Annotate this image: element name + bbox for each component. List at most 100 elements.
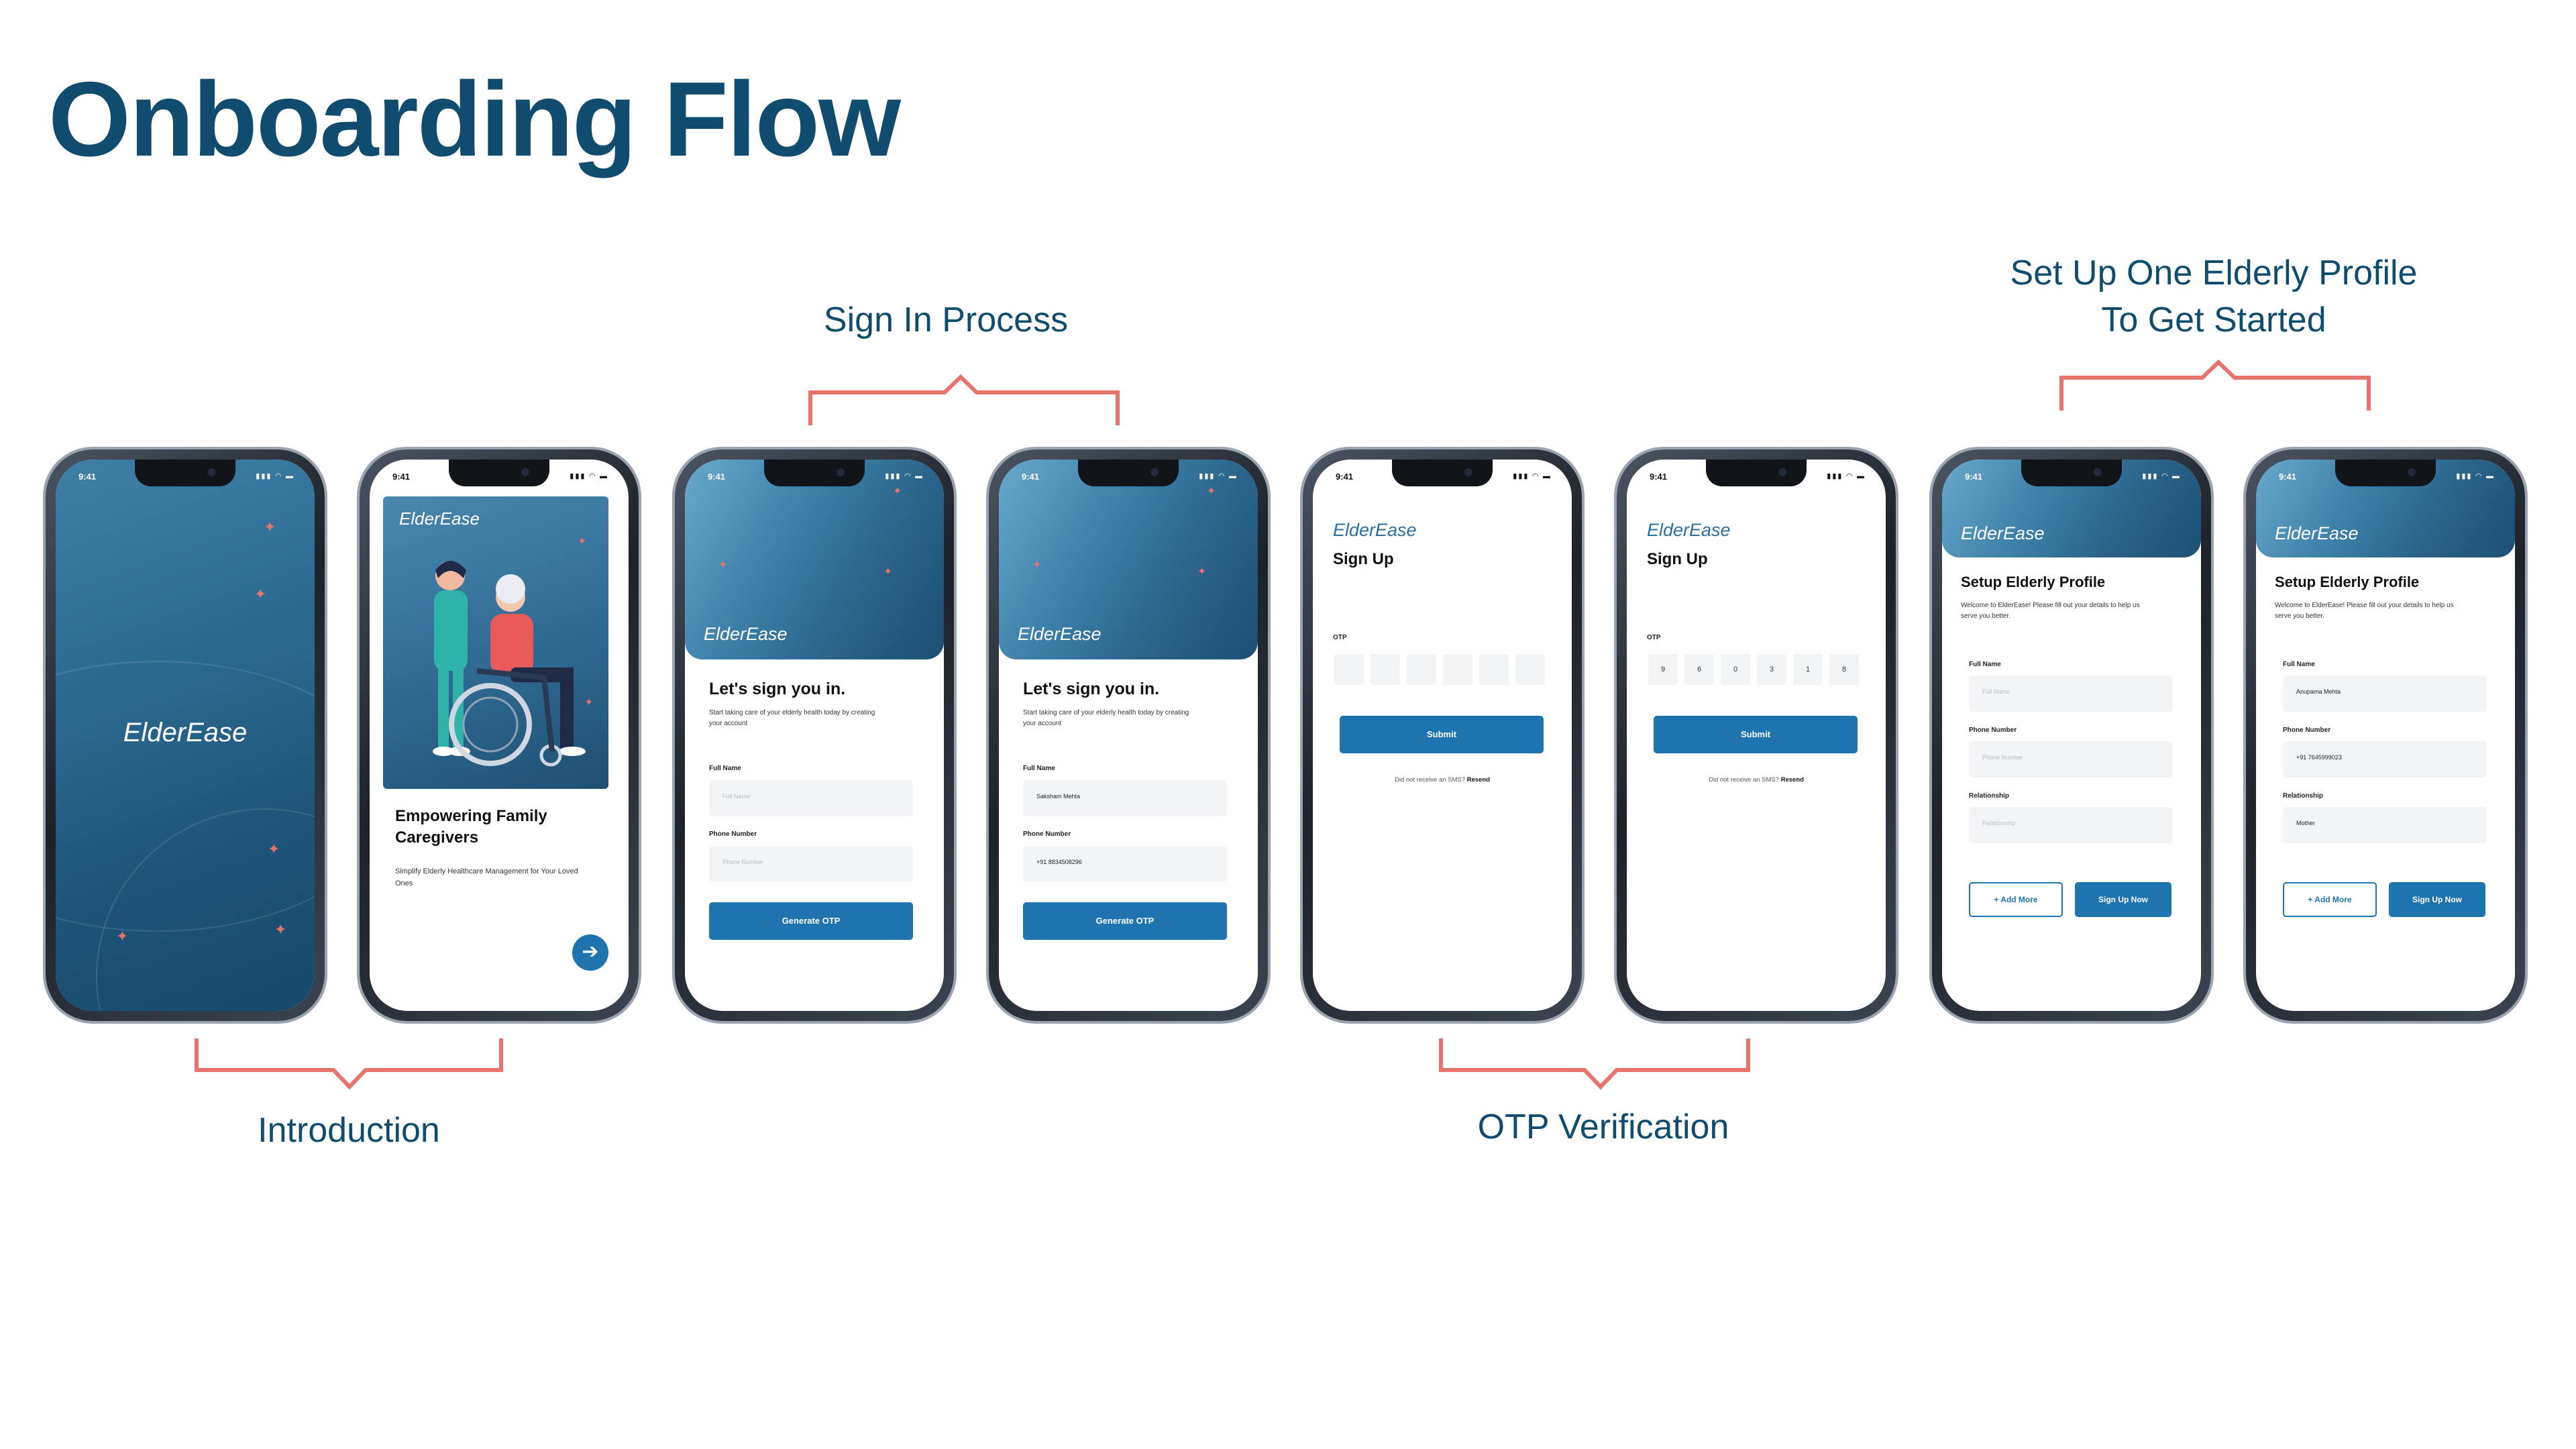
relationship-field[interactable]: Relationship — [1969, 807, 2173, 843]
status-icons: ▮▮▮ ◠ ▬ — [2142, 472, 2181, 480]
fullname-field[interactable]: Saksham Mehta — [1023, 780, 1227, 816]
status-icons: ▮▮▮ ◠ ▬ — [1199, 472, 1238, 480]
phone-field[interactable]: Phone Number — [1969, 741, 2173, 777]
sparkle-icon: ✦ — [1197, 566, 1207, 578]
fullname-field[interactable]: Anupama Mehta — [2283, 676, 2487, 712]
submit-button[interactable]: Submit — [1340, 716, 1544, 753]
submit-button[interactable]: Submit — [1654, 716, 1858, 753]
status-time: 9:41 — [1650, 472, 1668, 482]
status-bar: 9:41 ▮▮▮ ◠ ▬ — [370, 469, 629, 489]
phone-field[interactable]: Phone Number — [709, 846, 913, 882]
phone-setup-empty: ElderEase 9:41 ▮▮▮ ◠ ▬ Setup Elderly Pro… — [1932, 449, 2211, 1021]
caregiver-illustration — [433, 561, 586, 767]
intro-heading: Empowering Family Caregivers — [395, 807, 547, 847]
relationship-label: Relationship — [2283, 792, 2324, 800]
bracket-otp — [1439, 1038, 1750, 1090]
status-icons: ▮▮▮ ◠ ▬ — [1513, 472, 1552, 480]
phone-intro: 9:41 ▮▮▮ ◠ ▬ ElderEase ✦ ✦ — [360, 449, 639, 1021]
setup-subtext: Welcome to ElderEase! Please fill out yo… — [1961, 602, 2140, 620]
phone-value: +91 8834508296 — [1036, 859, 1082, 865]
status-icons: ▮▮▮ ◠ ▬ — [256, 472, 294, 480]
intro-illustration: ElderEase ✦ ✦ — [383, 496, 608, 789]
otp-box-2[interactable]: 6 — [1684, 654, 1714, 685]
phone-placeholder: Phone Number — [1982, 754, 2023, 761]
next-button[interactable]: ➔ — [572, 934, 608, 971]
generate-otp-button[interactable]: Generate OTP — [1023, 902, 1227, 940]
brand-logo: ElderEase — [704, 624, 788, 644]
phone-field[interactable]: +91 7645999023 — [2283, 741, 2487, 777]
notch — [1706, 460, 1807, 486]
otp-box-5[interactable]: 1 — [1793, 654, 1823, 685]
resend-text: Did not receive an SMS? Resend — [1313, 776, 1572, 784]
add-more-button[interactable]: + Add More — [2283, 882, 2377, 917]
camera — [1464, 468, 1472, 476]
setup-heading: Setup Elderly Profile — [2275, 574, 2420, 590]
otp-box-1[interactable] — [1334, 654, 1364, 685]
phone-placeholder: Phone Number — [722, 859, 763, 865]
brand-logo: ElderEase — [1961, 523, 2045, 543]
resend-link[interactable]: Resend — [1780, 776, 1805, 784]
otp-box-5[interactable] — [1479, 654, 1509, 685]
sign-up-now-button[interactable]: Sign Up Now — [2389, 882, 2485, 917]
phone-otp-filled: 9:41 ▮▮▮ ◠ ▬ ElderEase Sign Up OTP 9 6 0… — [1617, 449, 1896, 1021]
otp-box-1[interactable]: 9 — [1648, 654, 1678, 685]
fullname-label: Full Name — [1023, 765, 1055, 772]
phone-label: Phone Number — [1969, 727, 2017, 734]
fullname-placeholder: Full Name — [1982, 688, 2010, 695]
otp-box-6[interactable] — [1515, 654, 1545, 685]
relationship-value: Mother — [2296, 820, 2316, 826]
fullname-field[interactable]: Full Name — [1969, 676, 2173, 712]
label-sign-in-process: Sign In Process — [823, 301, 1069, 339]
status-icons: ▮▮▮ ◠ ▬ — [1827, 472, 1866, 480]
intro-subtext: Simplify Elderly Healthcare Management f… — [395, 867, 578, 888]
status-bar: 9:41 ▮▮▮ ◠ ▬ — [56, 469, 315, 489]
sparkle-icon: ✦ — [1032, 559, 1042, 571]
setup-heading: Setup Elderly Profile — [1961, 574, 2106, 590]
fullname-label: Full Name — [1969, 661, 2001, 668]
notch — [1078, 460, 1179, 486]
otp-box-6[interactable]: 8 — [1829, 654, 1859, 685]
phone-field[interactable]: +91 8834508296 — [1023, 846, 1227, 882]
camera — [521, 468, 529, 476]
status-bar: 9:41 ▮▮▮ ◠ ▬ — [1313, 469, 1572, 489]
brand-logo: ElderEase — [123, 718, 248, 747]
status-icons: ▮▮▮ ◠ ▬ — [570, 472, 608, 480]
fullname-field[interactable]: Full Name — [709, 780, 913, 816]
add-more-button[interactable]: + Add More — [1969, 882, 2063, 917]
status-bar: 9:41 ▮▮▮ ◠ ▬ — [685, 469, 944, 489]
status-icons: ▮▮▮ ◠ ▬ — [885, 472, 924, 480]
header-banner: ✦ ✦ ✦ ElderEase — [685, 460, 944, 659]
resend-link[interactable]: Resend — [1466, 776, 1491, 784]
fullname-value: Saksham Mehta — [1036, 793, 1081, 800]
otp-label: OTP — [1333, 634, 1347, 641]
sparkle-icon: ✦ — [578, 536, 587, 547]
notch — [764, 460, 865, 486]
notch — [2335, 460, 2436, 486]
fullname-placeholder: Full Name — [722, 793, 751, 800]
splash-screen: 9:41 ▮▮▮ ◠ ▬ ✦ ✦ ✦ ✦ ✦ ElderEase — [56, 460, 315, 1011]
status-bar: 9:41 ▮▮▮ ◠ ▬ — [999, 469, 1258, 489]
sparkle-icon: ✦ — [883, 566, 893, 578]
status-bar: 9:41 ▮▮▮ ◠ ▬ — [1627, 469, 1886, 489]
sign-up-now-button[interactable]: Sign Up Now — [2075, 882, 2171, 917]
brand-logo: ElderEase — [1333, 520, 1417, 540]
otp-box-3[interactable] — [1407, 654, 1436, 685]
otp-box-3[interactable]: 0 — [1721, 654, 1750, 685]
label-introduction: Introduction — [258, 1111, 440, 1150]
camera — [2408, 468, 2416, 476]
resend-prompt: Did not receive an SMS? — [1394, 776, 1466, 784]
fullname-label: Full Name — [709, 765, 741, 772]
sparkle-icon: ✦ — [1207, 486, 1216, 497]
phone-setup-filled: ElderEase 9:41 ▮▮▮ ◠ ▬ Setup Elderly Pro… — [2246, 449, 2525, 1021]
resend-text: Did not receive an SMS? Resend — [1627, 776, 1886, 784]
generate-otp-button[interactable]: Generate OTP — [709, 902, 913, 940]
status-icons: ▮▮▮ ◠ ▬ — [2456, 472, 2495, 480]
otp-box-4[interactable]: 3 — [1757, 654, 1786, 685]
bracket-setup — [2059, 359, 2371, 411]
otp-box-4[interactable] — [1443, 654, 1472, 685]
otp-heading: Sign Up — [1647, 550, 1708, 568]
otp-box-2[interactable] — [1371, 654, 1400, 685]
status-time: 9:41 — [2279, 472, 2297, 482]
phone-otp-empty: 9:41 ▮▮▮ ◠ ▬ ElderEase Sign Up OTP Submi… — [1303, 449, 1582, 1021]
relationship-field[interactable]: Mother — [2283, 807, 2487, 843]
